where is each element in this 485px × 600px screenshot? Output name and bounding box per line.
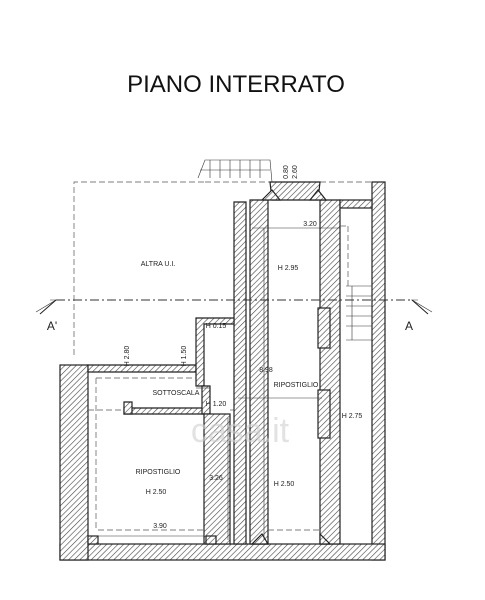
dimension-lines [96,227,340,540]
watermark: casa.it [191,412,290,450]
room-altra-ui: ALTRA U.I. [141,261,176,268]
height-label: H 0.15 [206,323,227,330]
height-label: H 2.80 [124,346,131,367]
outer-walls [59,181,386,561]
central-walls [233,181,373,545]
room-sottoscala: SOTTOSCALA [153,390,200,397]
section-label-left: A' [47,319,57,333]
room-ripostiglio-right: RIPOSTIGLIO [274,382,319,389]
height-label: H 1.20 [206,401,227,408]
dimension-label: 8.98 [259,367,273,374]
adjacent-boundary [73,181,205,355]
height-label: H 1.50 [181,346,188,367]
room-ripostiglio-left: RIPOSTIGLIO [136,469,181,476]
section-label-right: A [405,319,413,333]
height-label: H 2.95 [278,265,299,272]
dimension-label: 3.90 [153,523,167,530]
dimension-label: 3.20 [303,221,317,228]
stairs-right [346,285,373,341]
dashed-lines [88,225,349,531]
height-label: H 2.50 [146,489,167,496]
height-label: H 2.50 [274,481,295,488]
section-line [35,299,433,315]
height-label: H 2.75 [342,413,363,420]
page-title: PIANO INTERRATO [127,71,345,98]
dimension-label: 3.26 [209,475,223,482]
dimension-label: 2.60 [292,165,299,179]
stairs-top [197,159,273,183]
dimension-label: 0.80 [283,165,290,179]
interior-walls-left [87,317,235,545]
